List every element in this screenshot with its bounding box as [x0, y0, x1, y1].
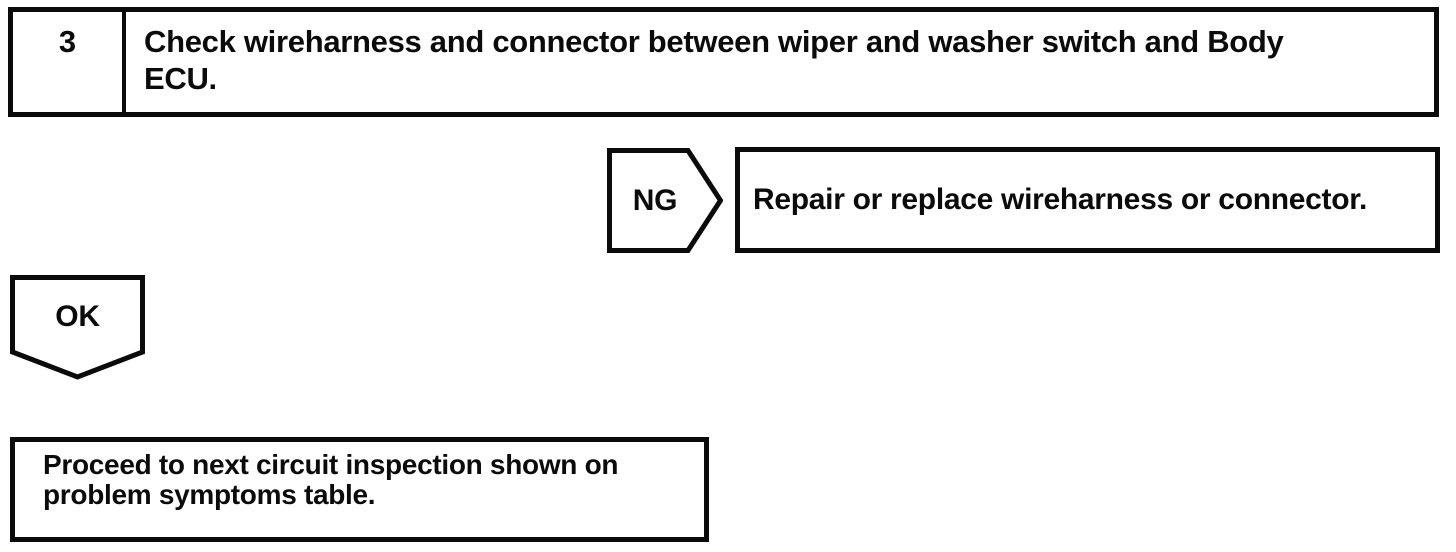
step-number: 3: [58, 24, 77, 59]
ng-pentagon-icon: [607, 148, 723, 253]
ok-label: OK: [55, 300, 100, 333]
ok-action-line-1: Proceed to next circuit inspection shown…: [43, 449, 619, 480]
step-number-cell: 3: [13, 12, 126, 112]
step-instruction-line-1: Check wireharness and connector between …: [144, 24, 1284, 59]
ng-label: NG: [632, 183, 678, 217]
ng-connector-shape: NG: [607, 148, 723, 253]
ok-connector-shape: OK: [10, 275, 145, 380]
step-instruction: Check wireharness and connector between …: [126, 12, 1434, 112]
step-box: 3 Check wireharness and connector betwee…: [8, 7, 1439, 117]
ok-action-line-2: problem symptoms table.: [43, 479, 376, 510]
step-instruction-line-2: ECU.: [144, 61, 217, 96]
ng-action-text: Repair or replace wireharness or connect…: [753, 183, 1368, 216]
ng-action-box: Repair or replace wireharness or connect…: [735, 147, 1440, 253]
ok-action-box: Proceed to next circuit inspection shown…: [10, 437, 709, 542]
ok-pentagon-icon: [10, 275, 145, 380]
